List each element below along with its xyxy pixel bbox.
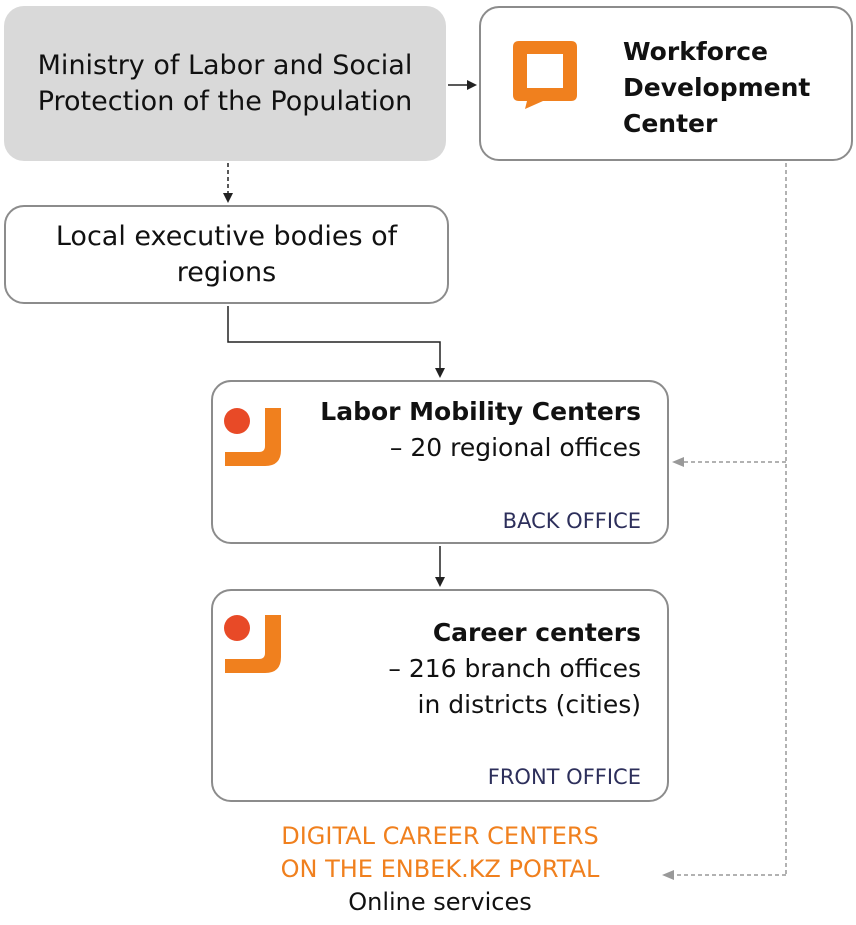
digital-career-centers: DIGITAL CAREER CENTERS ON THE ENBEK.KZ P… [211,820,669,919]
lmc-title: Labor Mobility Centers [320,397,641,426]
digital-line-2: ON THE ENBEK.KZ PORTAL [280,855,600,883]
front-office-label: FRONT OFFICE [487,765,641,789]
ministry-box: Ministry of Labor and Social Protection … [4,6,446,161]
lmc-text: Labor Mobility Centers – 20 regional off… [320,394,641,466]
lmc-subtitle: – 20 regional offices [389,433,641,462]
enbek-logo-icon [224,408,281,466]
back-office-label: BACK OFFICE [502,509,641,533]
digital-line-1: DIGITAL CAREER CENTERS [281,822,599,850]
wdc-title-line-1: Workforce [623,37,768,66]
ministry-label: Ministry of Labor and Social Protection … [37,49,413,117]
wdc-title-line-3: Center [623,109,718,138]
career-centers-box: Career centers – 216 branch offices in d… [211,589,669,802]
wdc-title: Workforce Development Center [623,34,810,142]
cc-line-3: in districts (cities) [417,690,641,719]
wdc-title-line-2: Development [623,73,811,102]
workforce-center-box: Workforce Development Center [479,6,853,161]
wdc-logo-icon [513,41,577,109]
cc-text: Career centers – 216 branch offices in d… [388,615,641,723]
cc-title: Career centers [432,618,641,647]
labor-mobility-box: Labor Mobility Centers – 20 regional off… [211,380,669,544]
local-bodies-label: Local executive bodies of regions [55,220,398,288]
local-bodies-box: Local executive bodies of regions [4,205,449,304]
cc-line-2: – 216 branch offices [388,654,641,683]
arrow-local-to-lmc [227,306,445,378]
digital-line-3: Online services [348,888,532,916]
enbek-logo-icon [224,615,281,673]
